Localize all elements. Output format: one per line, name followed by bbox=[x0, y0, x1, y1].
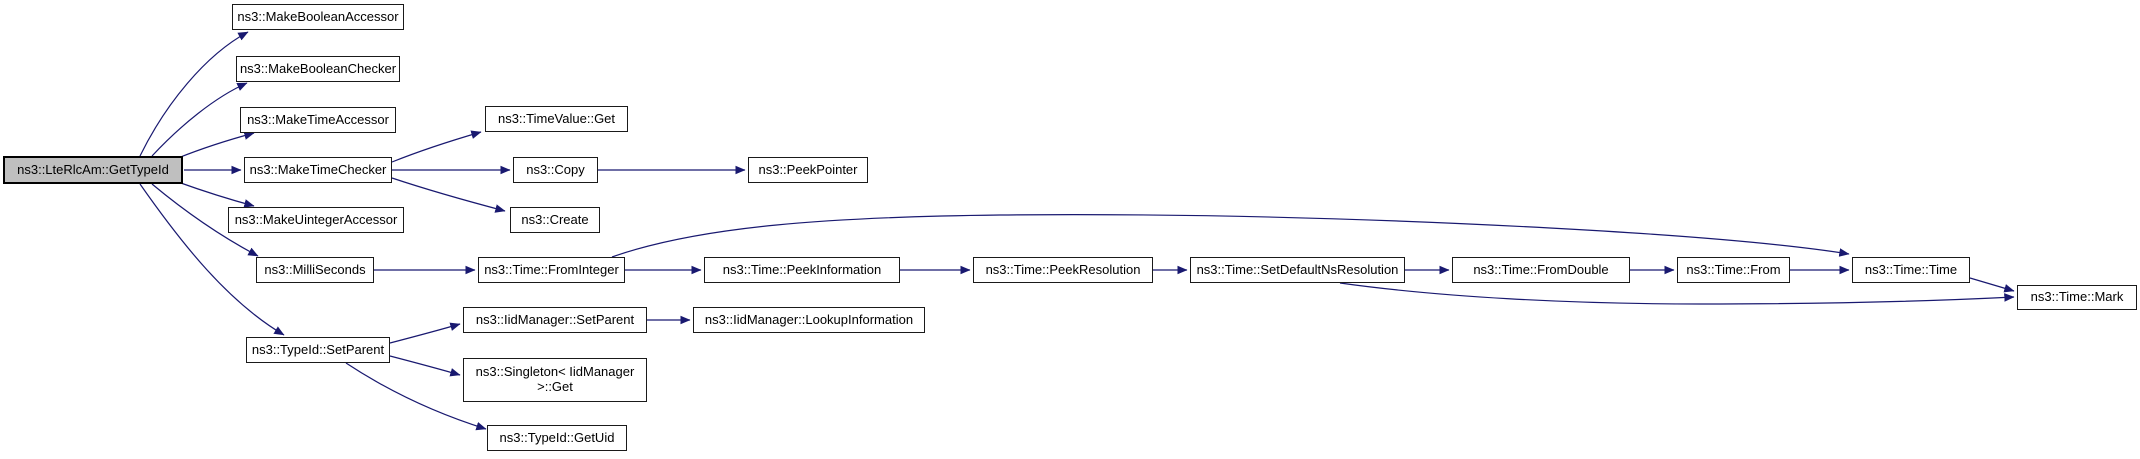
node-singleton-iidmanager-get[interactable]: ns3::Singleton< IidManager >::Get bbox=[463, 358, 647, 402]
node-iidmanager-lookup-information[interactable]: ns3::IidManager::LookupInformation bbox=[693, 307, 925, 333]
edge-typeid-set-parent-to-singleton-get bbox=[389, 355, 461, 377]
edge-make-time-checker-to-create bbox=[391, 177, 506, 213]
edge-typeid-set-parent-to-iidmanager-set-parent bbox=[389, 322, 461, 344]
node-make-boolean-accessor[interactable]: ns3::MakeBooleanAccessor bbox=[232, 4, 404, 30]
edge-root-to-make-boolean-checker bbox=[151, 82, 248, 157]
node-timevalue-get[interactable]: ns3::TimeValue::Get bbox=[485, 106, 628, 132]
node-make-time-checker[interactable]: ns3::MakeTimeChecker bbox=[244, 157, 392, 183]
node-time-from-double[interactable]: ns3::Time::FromDouble bbox=[1452, 257, 1630, 283]
node-make-boolean-checker[interactable]: ns3::MakeBooleanChecker bbox=[236, 56, 400, 82]
edge-time-time-to-time-mark bbox=[1969, 277, 2015, 293]
node-time-from-integer[interactable]: ns3::Time::FromInteger bbox=[478, 257, 625, 283]
node-time-from[interactable]: ns3::Time::From bbox=[1677, 257, 1790, 283]
node-make-time-accessor[interactable]: ns3::MakeTimeAccessor bbox=[240, 107, 396, 133]
node-time-peek-information[interactable]: ns3::Time::PeekInformation bbox=[704, 257, 900, 283]
edge-time-from-integer-to-time-time bbox=[611, 214, 1850, 258]
node-time-time[interactable]: ns3::Time::Time bbox=[1852, 257, 1970, 283]
edge-root-to-make-uinteger-accessor bbox=[177, 181, 255, 208]
node-time-mark[interactable]: ns3::Time::Mark bbox=[2017, 285, 2137, 310]
node-typeid-set-parent[interactable]: ns3::TypeId::SetParent bbox=[246, 337, 390, 363]
node-time-set-default-ns-resolution[interactable]: ns3::Time::SetDefaultNsResolution bbox=[1190, 257, 1405, 283]
node-time-peek-resolution[interactable]: ns3::Time::PeekResolution bbox=[973, 257, 1153, 283]
node-lte-rlc-am-get-type-id: ns3::LteRlcAm::GetTypeId bbox=[3, 156, 183, 184]
edge-root-to-make-time-accessor bbox=[177, 131, 255, 159]
node-iidmanager-set-parent[interactable]: ns3::IidManager::SetParent bbox=[463, 307, 647, 333]
node-copy[interactable]: ns3::Copy bbox=[513, 157, 598, 183]
node-make-uinteger-accessor[interactable]: ns3::MakeUintegerAccessor bbox=[228, 207, 404, 233]
edge-time-set-default-ns-resolution-to-time-mark bbox=[1339, 282, 2015, 305]
edge-root-to-make-boolean-accessor bbox=[139, 31, 249, 157]
node-milli-seconds[interactable]: ns3::MilliSeconds bbox=[256, 257, 374, 283]
edge-make-time-checker-to-timevalue-get bbox=[391, 130, 482, 163]
node-create[interactable]: ns3::Create bbox=[510, 207, 600, 233]
node-peek-pointer[interactable]: ns3::PeekPointer bbox=[748, 157, 868, 183]
node-typeid-get-uid[interactable]: ns3::TypeId::GetUid bbox=[487, 425, 627, 451]
